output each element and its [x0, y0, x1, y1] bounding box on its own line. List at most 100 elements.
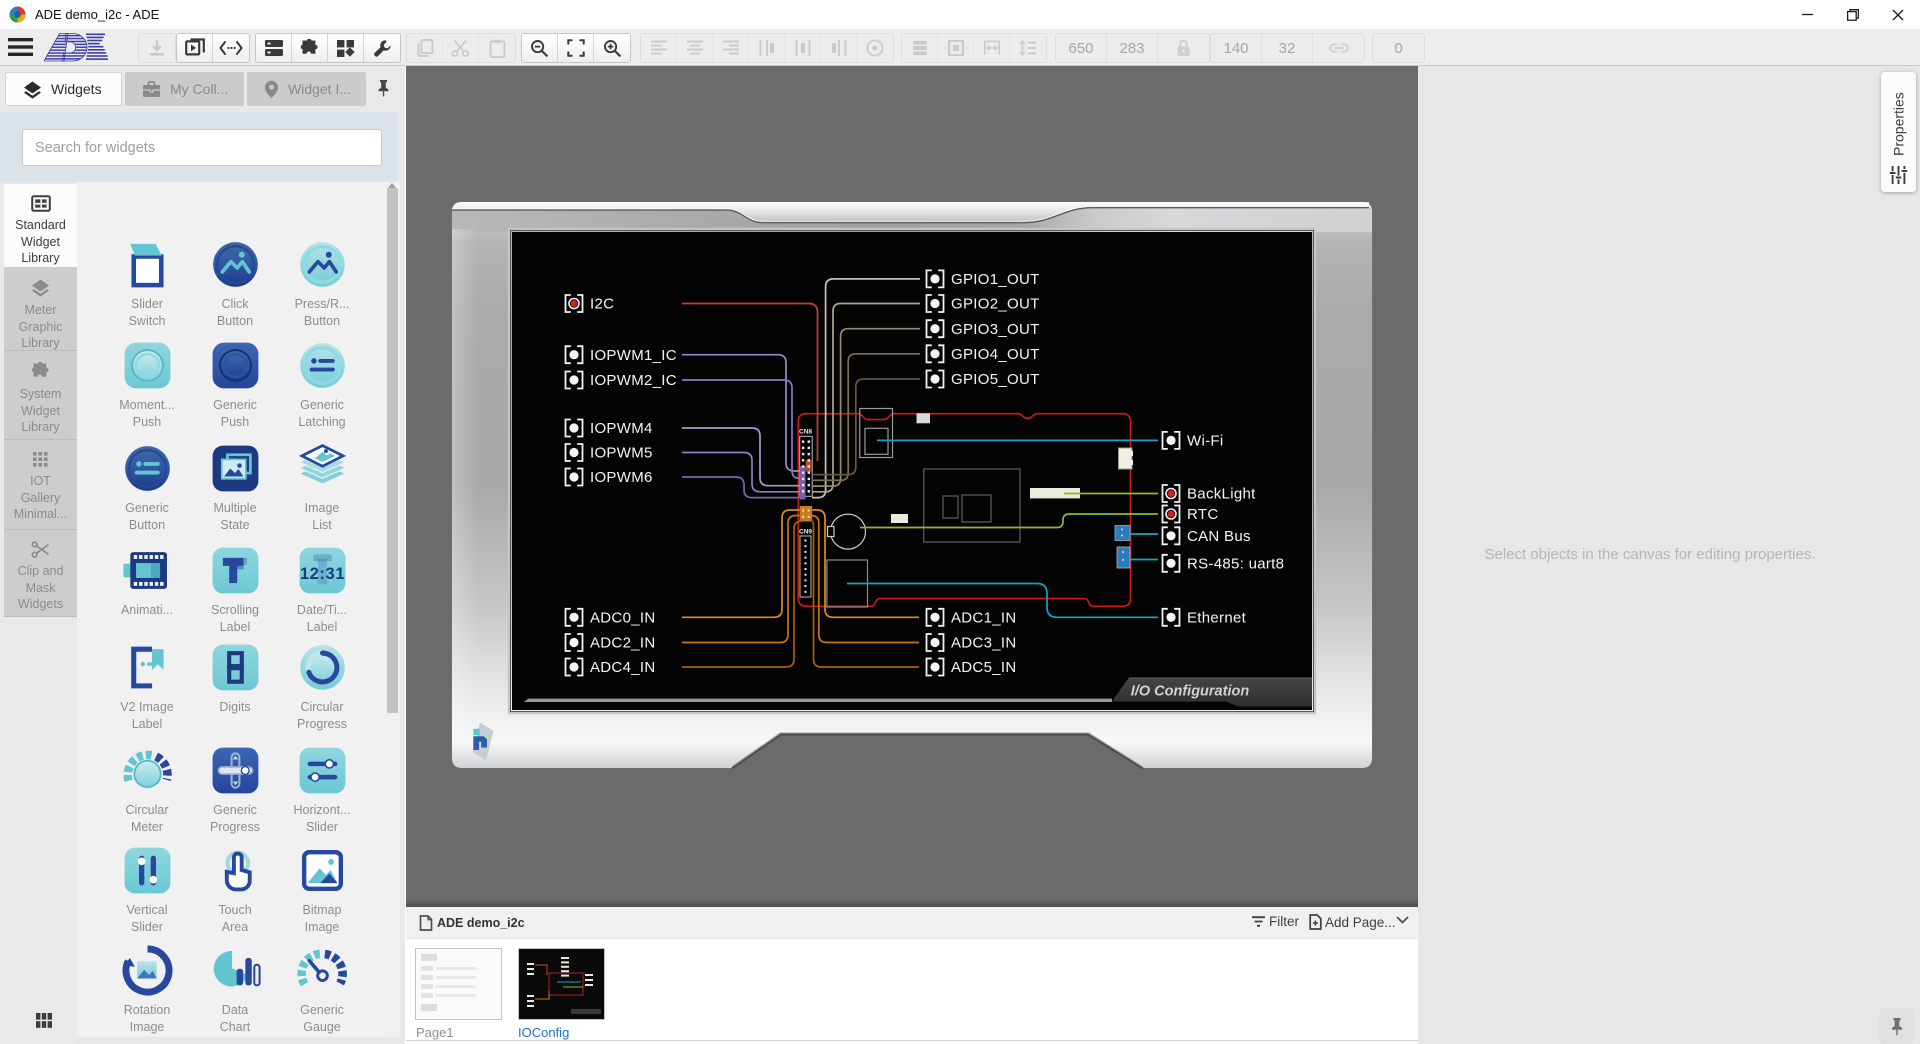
io-label-iopwm4[interactable]: IOPWM4: [564, 418, 653, 438]
properties-panel: Select objects in the canvas for editing…: [1418, 66, 1920, 1044]
io-label-wifi[interactable]: Wi-Fi: [1161, 431, 1224, 450]
device-screen[interactable]: [512, 232, 1312, 710]
close-button[interactable]: [1875, 0, 1920, 29]
io-label-adc2in[interactable]: ADC2_IN: [564, 633, 656, 652]
io-label-adc4in[interactable]: ADC4_IN: [564, 657, 656, 677]
widget-server-button[interactable]: [256, 34, 292, 62]
widget-item-digits[interactable]: Digits: [191, 640, 279, 716]
widget-item-animation[interactable]: Animati...: [103, 543, 191, 619]
io-label-gpio1out[interactable]: GPIO1_OUT: [925, 269, 1040, 289]
properties-tab[interactable]: Properties: [1881, 72, 1916, 192]
io-label-text: IOPWM2_IC: [590, 372, 677, 389]
io-label-adc0in[interactable]: ADC0_IN: [564, 607, 656, 627]
io-label-rtc[interactable]: RTC: [1161, 504, 1219, 524]
io-label-iopwm6[interactable]: IOPWM6: [564, 467, 653, 487]
iopwm5-wire: [682, 451, 800, 493]
filter-button[interactable]: Filter: [1251, 914, 1299, 929]
widget-item-momentary-push[interactable]: Moment...Push: [103, 338, 191, 430]
io-label-rs485uart8[interactable]: RS-485: uart8: [1161, 553, 1285, 573]
fit-screen-button[interactable]: [558, 34, 594, 62]
zoom-out-button[interactable]: [522, 34, 558, 62]
io-label-gpio5out[interactable]: GPIO5_OUT: [925, 369, 1040, 389]
add-page-button[interactable]: Add Page...: [1309, 914, 1396, 930]
io-label-iopwm5[interactable]: IOPWM5: [564, 443, 653, 462]
properties-pin-button[interactable]: [1879, 1008, 1915, 1044]
io-label-i2c[interactable]: I2C: [564, 294, 615, 313]
minimize-button[interactable]: [1785, 0, 1830, 29]
apps-grid-icon[interactable]: [36, 1013, 52, 1028]
puzzle-icon: [300, 38, 319, 58]
gpio2-wire: [812, 302, 920, 493]
play-library-button[interactable]: [177, 34, 213, 62]
io-label-iopwm2ic[interactable]: IOPWM2_IC: [564, 370, 677, 390]
page-thumbnail-ioconfig[interactable]: [518, 948, 605, 1020]
scroll-up-icon[interactable]: [388, 183, 396, 188]
press-release-button-icon: [278, 237, 366, 292]
panel-scrollbar[interactable]: [385, 182, 400, 1044]
widget-item-press-release-button[interactable]: Press/R...Button: [278, 237, 366, 329]
puzzle-button[interactable]: [292, 34, 328, 62]
menu-icon[interactable]: [8, 37, 33, 57]
search-input[interactable]: [22, 129, 382, 166]
page-label-page1[interactable]: Page1: [416, 1025, 454, 1040]
zoom-in-button[interactable]: [594, 34, 630, 62]
io-label-iopwm1ic[interactable]: IOPWM1_IC: [564, 345, 677, 365]
map-pin-icon: [264, 80, 279, 99]
panel-tab-widgeti[interactable]: Widget I...: [247, 72, 366, 106]
io-label-gpio3out[interactable]: GPIO3_OUT: [925, 319, 1040, 339]
io-label-ethernet[interactable]: Ethernet: [1161, 607, 1247, 627]
io-label-adc5in[interactable]: ADC5_IN: [925, 657, 1017, 677]
collapse-pages-icon[interactable]: [1396, 916, 1409, 924]
io-label-backlight[interactable]: BackLight: [1161, 484, 1257, 503]
generic-push-icon: [191, 338, 279, 393]
page-label-ioconfig[interactable]: IOConfig: [518, 1025, 570, 1040]
page-thumbnail-page1[interactable]: [415, 948, 502, 1020]
io-label-adc3in[interactable]: ADC3_IN: [925, 633, 1017, 652]
widget-label-line1: Scrolling: [211, 603, 259, 617]
io-label-canbus[interactable]: CAN Bus: [1161, 526, 1251, 546]
io-label-gpio2out[interactable]: GPIO2_OUT: [925, 294, 1040, 313]
panel-pin-button[interactable]: [369, 74, 397, 102]
device-preview[interactable]: CN8CN9I2CIOPWM1_ICIOPWM2_ICIOPWM4IOPWM5I…: [451, 201, 1373, 769]
category-label-line: Library: [21, 251, 60, 265]
slider-switch-icon: [103, 237, 191, 292]
pcb-can-connector: [1114, 525, 1131, 541]
blocks-button[interactable]: [328, 34, 364, 62]
panel-tab-mycoll[interactable]: My Coll...: [125, 72, 244, 106]
scrollbar-thumb[interactable]: [387, 188, 398, 713]
toolbar-group-0: [138, 33, 176, 63]
code-button[interactable]: [213, 34, 249, 62]
io-label-adc1in[interactable]: ADC1_IN: [925, 607, 1017, 627]
wrench-button[interactable]: [364, 34, 400, 62]
maximize-button[interactable]: [1830, 0, 1875, 29]
panel-tab-widgets[interactable]: Widgets: [5, 72, 122, 106]
io-label-gpio4out[interactable]: GPIO4_OUT: [925, 344, 1040, 364]
widget-item-horizontal-slider[interactable]: Horizont...Slider: [278, 743, 366, 835]
